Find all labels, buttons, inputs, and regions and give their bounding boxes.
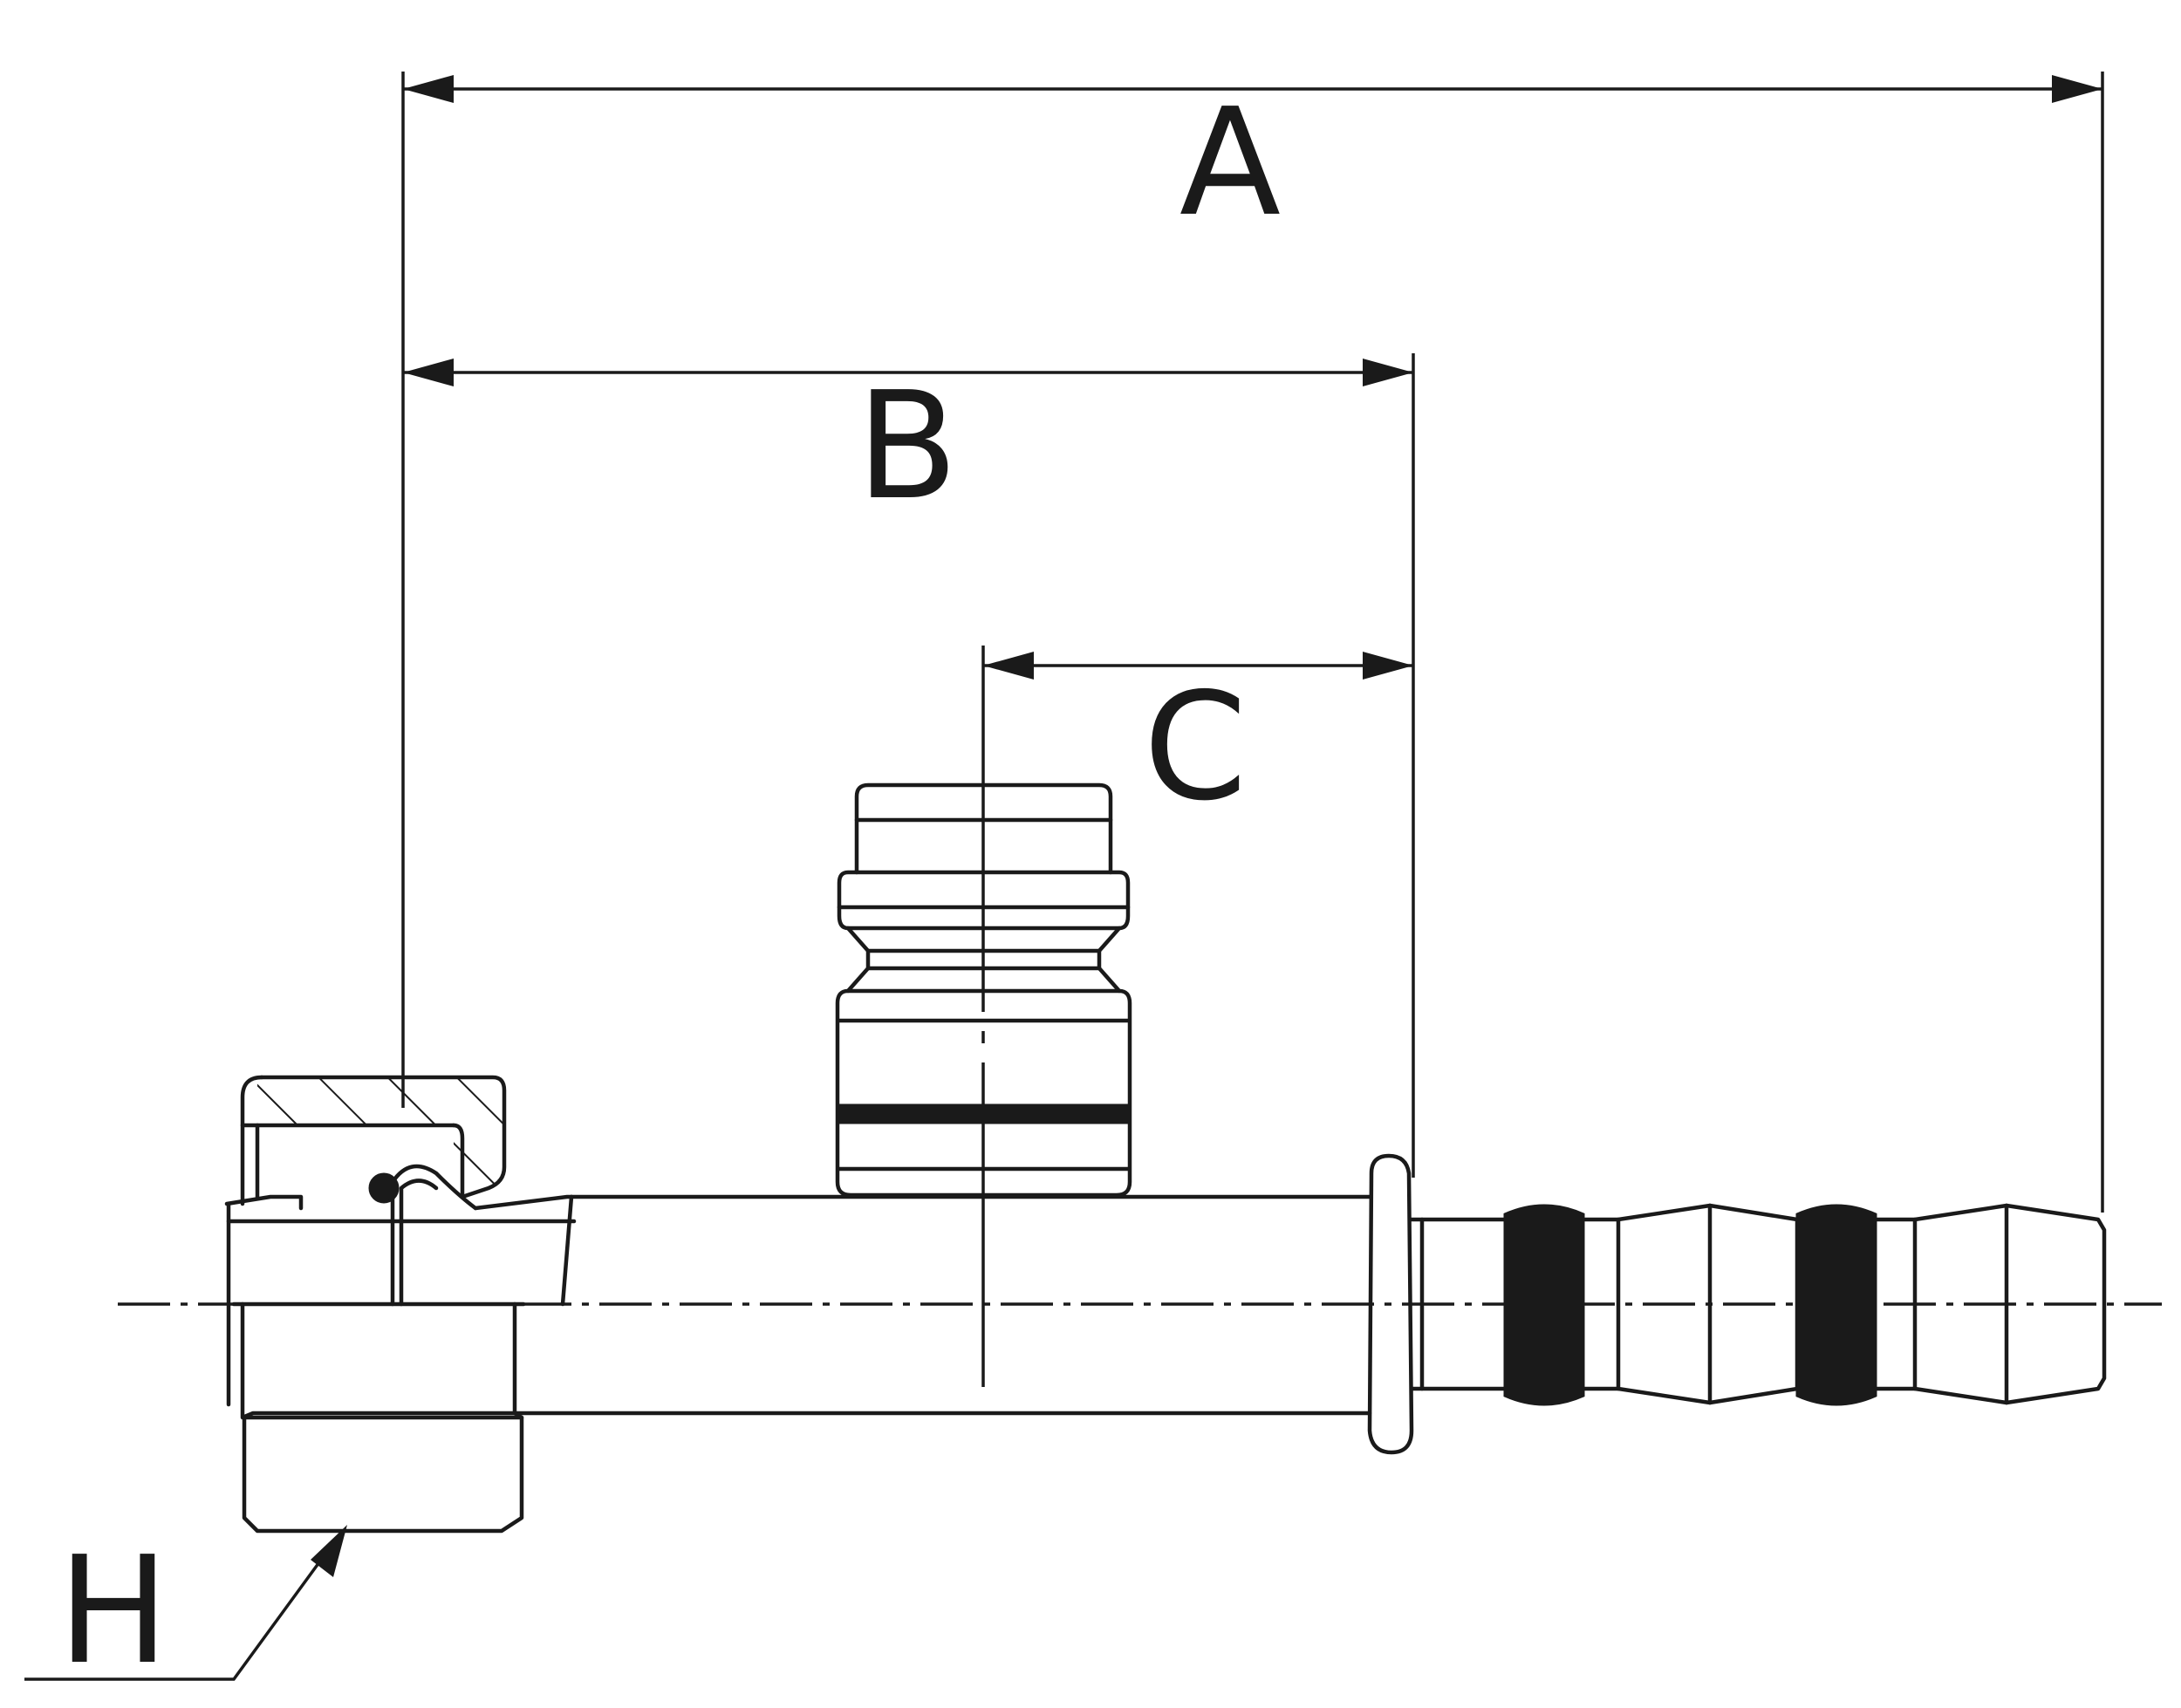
dimension-c: C: [981, 646, 1413, 1387]
dimension-a: A: [401, 72, 2104, 1213]
arrowhead-left-icon: [403, 359, 454, 386]
tube-bead-flange: [1367, 1153, 1414, 1455]
dimension-label-a: A: [1179, 77, 1281, 249]
callout-h: H: [24, 1525, 347, 1698]
dimension-label-c: C: [1144, 661, 1248, 834]
arrowhead-right-icon: [2052, 75, 2102, 103]
main-tube-body: [512, 1194, 1372, 1416]
arrowhead-left-icon: [403, 75, 454, 103]
arrowhead-right-icon: [1363, 652, 1413, 680]
charge-port-valve: [835, 782, 1132, 1198]
hose-barb-tail: [1409, 1203, 2107, 1406]
nut-hatched-section: [257, 1077, 504, 1199]
arrowhead-left-icon: [983, 652, 1034, 680]
arrowhead-right-icon: [1363, 359, 1413, 386]
dimension-label-b: B: [857, 360, 959, 533]
swivel-nut: [224, 1075, 577, 1534]
callout-leader-line: [24, 1532, 342, 1681]
port-o-ring: [838, 1103, 1130, 1124]
barb-o-ring-1: [1503, 1204, 1585, 1406]
barb-o-ring-2: [1795, 1204, 1877, 1406]
barb-rib-2: [1912, 1203, 2107, 1405]
callout-arrowhead-icon: [311, 1525, 347, 1577]
port-cap-top: [854, 782, 1113, 875]
nut-hex: [242, 1411, 524, 1534]
callout-label-h: H: [58, 1525, 169, 1698]
dimension-b: B: [403, 353, 1415, 1178]
port-collar: [837, 870, 1131, 931]
port-neck: [845, 926, 1122, 994]
